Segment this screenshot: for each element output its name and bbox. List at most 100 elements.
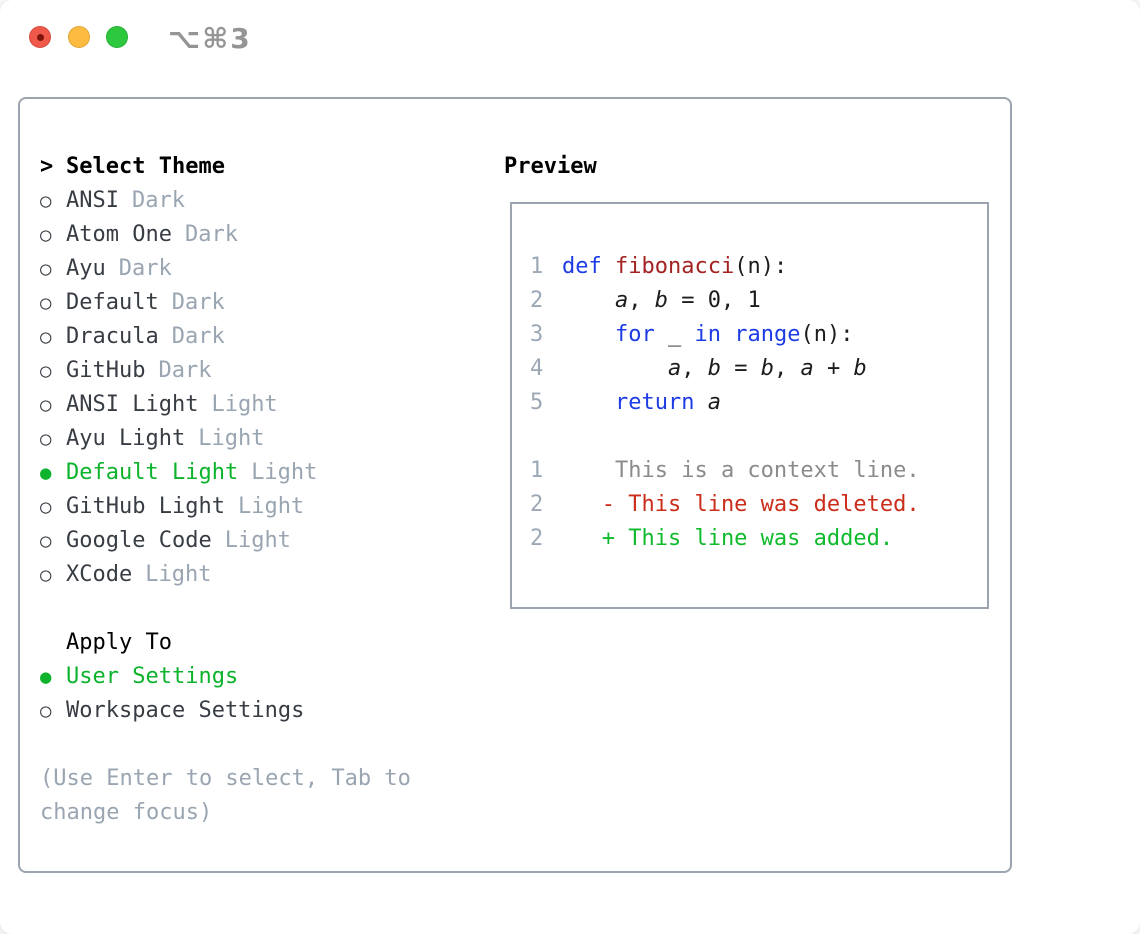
code-line: 2 a, b = 0, 1 [530,284,973,318]
code-segment: b [654,288,668,313]
code-segment [562,356,668,381]
code-segment: a [800,356,814,381]
code-segment: + [813,356,854,381]
radio-icon: ○ [40,700,52,722]
line-number: 1 [530,254,544,279]
code-line-content: a, b = 0, 1 [562,284,761,318]
apply-to-section: Apply To ●User Settings○Workspace Settin… [40,626,490,728]
line-number: 4 [530,356,544,381]
line-number: 1 [530,458,544,483]
code-segment: a [614,288,629,313]
theme-name: ANSI [66,188,119,213]
select-theme-heading-row: > Select Theme [40,150,490,184]
theme-variant-tag: Light [198,426,265,451]
theme-variant-tag: Light [237,494,305,519]
close-button[interactable] [29,26,51,48]
code-segment: b [853,356,867,381]
diff-preview: 1 This is a context line.2 - This line w… [530,454,973,556]
radio-icon: ○ [40,258,52,280]
apply-option-label: User Settings [66,664,239,689]
apply-option[interactable]: ● User Settings [40,660,490,694]
line-number: 3 [530,322,544,347]
preview-heading: Preview [504,154,597,179]
code-segment: + This line was added. [562,526,894,551]
code-segment: in [694,322,721,347]
code-segment [694,390,707,415]
radio-icon: ○ [40,292,52,314]
minimize-button[interactable] [68,26,90,48]
code-segment: range [734,322,801,347]
theme-variant-tag: Dark [171,290,225,315]
theme-variant-tag: Dark [171,324,225,349]
code-segment: b [707,356,721,381]
theme-name: Ayu [66,256,106,281]
window-title: ⌥⌘3 [168,22,252,55]
diff-line: 2 - This line was deleted. [530,488,973,522]
theme-name: XCode [66,562,133,587]
apply-option-label: Workspace Settings [66,698,305,723]
theme-variant-tag: Light [251,460,318,485]
radio-icon: ○ [40,496,52,518]
code-segment: b [760,356,774,381]
radio-icon: ○ [40,530,52,552]
radio-icon: ○ [40,360,52,382]
radio-icon: ○ [40,326,52,348]
code-segment: a [667,356,682,381]
code-segment: fibonacci [615,254,735,279]
code-segment: = [720,356,761,381]
theme-variant-tag: Dark [131,188,185,213]
radio-selected-icon: ● [40,462,52,484]
code-segment: - This line was deleted. [562,492,920,517]
code-segment: , [773,356,801,381]
theme-variant-tag: Dark [118,256,172,281]
code-line-content: return a [562,386,721,420]
theme-variant-tag: Light [145,562,212,587]
theme-variant-tag: Light [224,528,291,553]
line-number: 5 [530,390,544,415]
theme-option[interactable]: ○ GitHub Light Light [40,490,490,524]
code-segment: (n): [734,254,788,279]
code-segment: , [628,288,655,313]
line-number: 2 [530,526,544,551]
radio-icon: ○ [40,224,52,246]
code-segment: a [707,390,721,415]
code-segment [721,322,734,347]
diff-line-content: + This line was added. [562,522,893,556]
diff-line-content: - This line was deleted. [562,488,920,522]
titlebar: ⌥⌘3 [0,0,1140,97]
apply-option[interactable]: ○ Workspace Settings [40,694,490,728]
theme-option[interactable]: ○ Ayu Dark [40,252,490,286]
code-segment: = 0, 1 [667,288,761,313]
code-segment [562,390,615,415]
zoom-button[interactable] [106,26,128,48]
select-theme-heading: Select Theme [66,154,225,179]
radio-icon: ○ [40,428,52,450]
theme-name: GitHub Light [66,494,225,519]
diff-line-content: This is a context line. [562,454,920,488]
theme-option[interactable]: ○ Ayu Light Light [40,422,490,456]
diff-line: 2 + This line was added. [530,522,973,556]
theme-variant-tag: Light [211,392,278,417]
code-segment: for [614,322,655,347]
theme-name: Ayu Light [66,426,186,451]
line-number: 2 [530,492,544,517]
code-segment [602,254,615,279]
radio-selected-icon: ● [40,666,52,688]
code-line-content: a, b = b, a + b [562,352,867,386]
diff-line: 1 This is a context line. [530,454,973,488]
apply-list: ● User Settings ○ Workspace Settings [40,660,490,728]
